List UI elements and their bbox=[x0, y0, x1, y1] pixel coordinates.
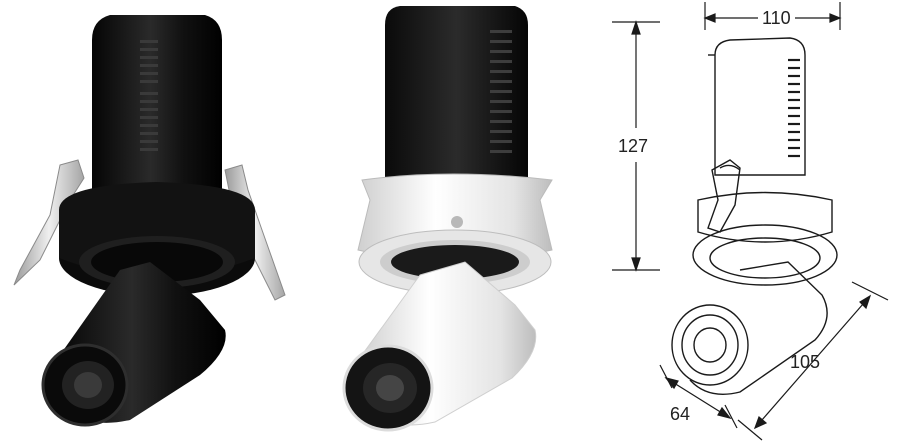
black-downlight-render bbox=[0, 0, 300, 445]
dimension-height-label: 127 bbox=[618, 136, 648, 156]
heatsink-fins bbox=[490, 30, 512, 153]
pivot-screw bbox=[451, 216, 463, 228]
dimension-width bbox=[703, 2, 842, 30]
dimension-diameter bbox=[659, 364, 738, 429]
heatsink-fins bbox=[140, 40, 158, 151]
dimension-length-label: 105 bbox=[790, 352, 820, 372]
white-downlight-image bbox=[342, 6, 553, 432]
white-downlight-render bbox=[300, 0, 590, 445]
dimension-length bbox=[737, 281, 889, 441]
black-downlight-image bbox=[13, 15, 286, 427]
dimension-drawing-svg: 110 127 105 64 bbox=[612, 2, 889, 441]
spring-clip-left bbox=[13, 159, 85, 286]
dimension-drawing: 110 127 105 64 bbox=[590, 0, 897, 445]
dimension-diameter-label: 64 bbox=[670, 404, 690, 424]
outline-drawing bbox=[671, 37, 838, 395]
dimension-width-label: 110 bbox=[762, 8, 791, 28]
dimension-height bbox=[612, 20, 660, 272]
